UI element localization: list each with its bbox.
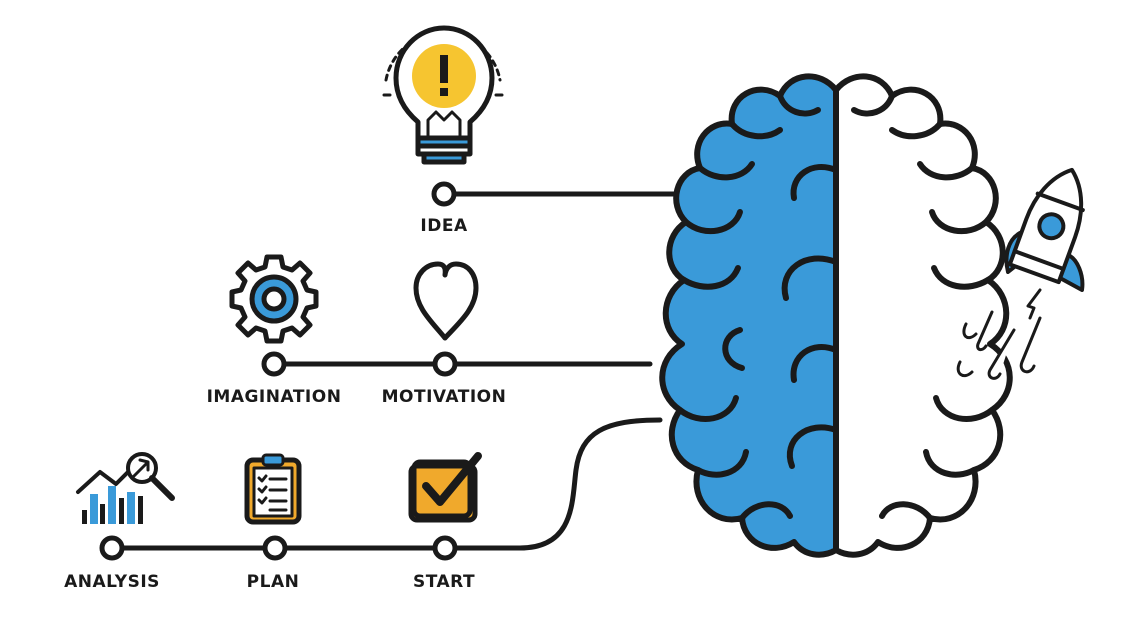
chart-magnifier-icon bbox=[76, 452, 175, 524]
label-analysis: ANALYSIS bbox=[64, 572, 160, 592]
rocket-icon bbox=[956, 167, 1085, 380]
timeline-nodes bbox=[99, 181, 458, 561]
heart-icon bbox=[413, 261, 479, 341]
node-motivation bbox=[432, 351, 458, 377]
label-imagination: IMAGINATION bbox=[206, 387, 342, 407]
node-imagination bbox=[261, 351, 287, 377]
connector-lines bbox=[119, 191, 700, 551]
node-start bbox=[432, 535, 458, 561]
node-idea bbox=[431, 181, 457, 207]
label-plan: PLAN bbox=[246, 572, 300, 592]
brain-icon bbox=[659, 73, 1013, 558]
gear-icon bbox=[229, 254, 319, 344]
label-start: START bbox=[412, 572, 476, 592]
node-analysis bbox=[99, 535, 125, 561]
clipboard-checklist-icon bbox=[244, 453, 302, 525]
lightbulb-exclamation-icon bbox=[382, 25, 504, 165]
checkbox-check-icon bbox=[408, 452, 482, 523]
node-plan bbox=[262, 535, 288, 561]
label-idea: IDEA bbox=[420, 216, 468, 236]
label-motivation: MOTIVATION bbox=[381, 387, 507, 407]
